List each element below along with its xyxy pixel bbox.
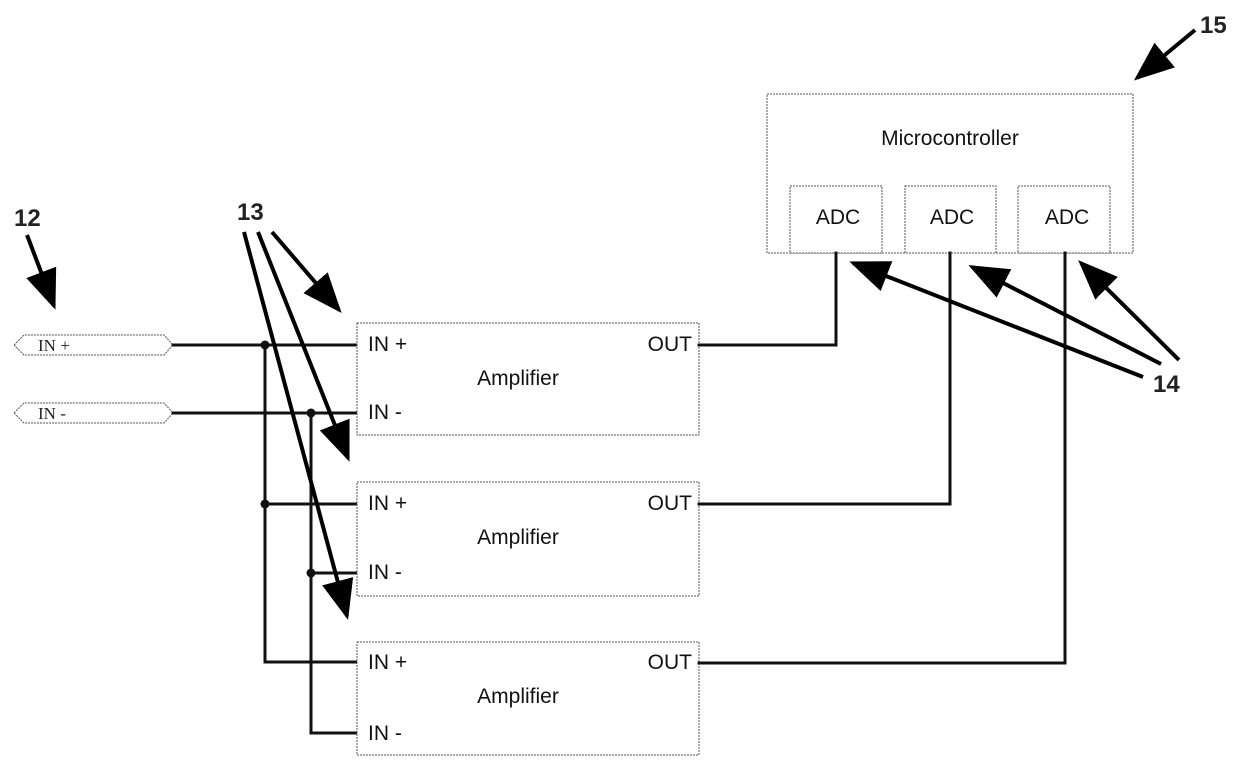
- amp2-in-plus-label: IN +: [368, 492, 407, 515]
- ref-arrow-13-amp3: [244, 232, 347, 616]
- junction-dot: [307, 569, 316, 578]
- junction-dot: [307, 409, 316, 418]
- adc-block-1: ADC: [790, 186, 882, 253]
- adc-block-2: ADC: [905, 186, 996, 253]
- amp1-out-label: OUT: [648, 333, 693, 356]
- amplifier-block-2: IN + IN - OUT Amplifier: [357, 482, 699, 596]
- microcontroller-block: Microcontroller ADC ADC ADC: [767, 94, 1133, 253]
- ref-arrow-15: [1137, 30, 1195, 78]
- amp1-title: Amplifier: [477, 367, 559, 390]
- amp3-in-minus-label: IN -: [368, 722, 402, 745]
- output-wiring: [699, 253, 1065, 663]
- ref-arrow-12: [27, 235, 54, 306]
- adc-label-1: ADC: [816, 206, 860, 229]
- ref-arrow-13-amp1: [272, 232, 339, 310]
- amplifier-block-3: IN + IN - OUT Amplifier: [357, 642, 699, 755]
- adc-block-3: ADC: [1018, 186, 1110, 253]
- adc-label-3: ADC: [1045, 206, 1089, 229]
- input-wiring: [173, 341, 357, 734]
- wire-amp3-to-adc3: [699, 253, 1065, 663]
- input-connector-minus: IN -: [14, 403, 173, 423]
- junction-dot: [261, 341, 270, 350]
- amp2-title: Amplifier: [477, 526, 559, 549]
- ref-numeral-12: 12: [14, 205, 41, 232]
- amp3-title: Amplifier: [477, 685, 559, 708]
- ref-numeral-14: 14: [1153, 371, 1180, 398]
- amp3-in-plus-label: IN +: [368, 651, 407, 674]
- wire-amp2-to-adc2: [699, 253, 950, 504]
- amp2-in-minus-label: IN -: [368, 561, 402, 584]
- amp1-in-minus-label: IN -: [368, 401, 402, 424]
- ref-numeral-15: 15: [1200, 12, 1227, 39]
- microcontroller-label: Microcontroller: [881, 127, 1019, 150]
- amp3-out-label: OUT: [648, 651, 693, 674]
- ref-numeral-13: 13: [237, 199, 264, 226]
- connector-label-plus: IN +: [38, 336, 70, 355]
- connector-label-minus: IN -: [38, 404, 66, 423]
- amplifier-block-1: IN + IN - OUT Amplifier: [357, 323, 699, 435]
- adc-label-2: ADC: [930, 206, 974, 229]
- input-connector-plus: IN +: [14, 335, 173, 355]
- amp1-in-plus-label: IN +: [368, 333, 407, 356]
- wire-amp1-to-adc1: [699, 253, 836, 345]
- junction-dot: [261, 500, 270, 509]
- amp2-out-label: OUT: [648, 492, 693, 515]
- ref-arrow-14-adc3: [1081, 263, 1179, 360]
